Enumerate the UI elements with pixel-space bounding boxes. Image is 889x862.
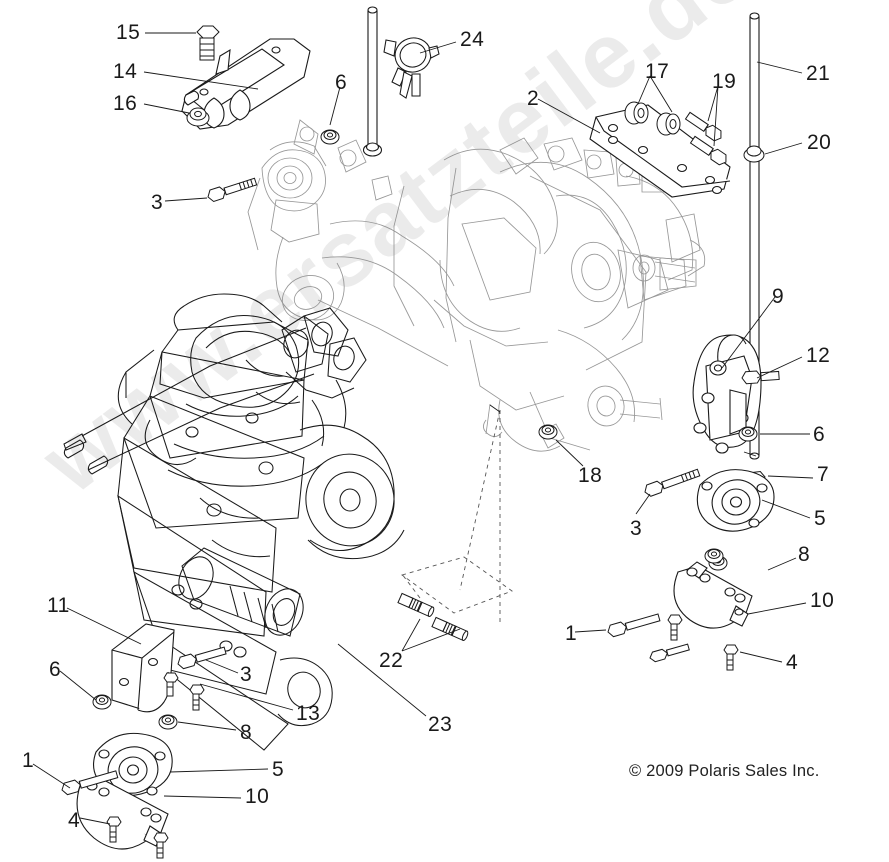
part-11-mount-bracket-left	[111, 623, 175, 713]
part-3-bolt-upper-left	[207, 177, 258, 203]
part-6-nut-right	[738, 426, 758, 442]
engine-block-assembly	[63, 293, 405, 751]
part-6-nut-left	[92, 694, 112, 710]
callout-23: 23	[428, 713, 453, 736]
part-5-isolator-left	[93, 732, 173, 797]
callout-5-left: 5	[272, 758, 285, 781]
copyright-notice: © 2009 Polaris Sales Inc.	[629, 762, 820, 780]
phantom-guide-lines	[400, 409, 513, 622]
part-15-bolt	[196, 25, 220, 61]
callout-19: 19	[712, 70, 737, 93]
callout-13: 13	[296, 702, 321, 725]
part-19-bolts	[684, 111, 727, 166]
callout-14: 14	[113, 60, 138, 83]
callout-9: 9	[772, 285, 785, 308]
callout-10-right: 10	[810, 589, 835, 612]
part-1-bolt-right	[607, 613, 661, 638]
callout-8-left: 8	[240, 721, 253, 744]
part-3-bolt-left	[177, 646, 227, 670]
callout-8-right: 8	[798, 543, 811, 566]
callout-4-right: 4	[786, 651, 799, 674]
part-2-mount-plate	[589, 104, 731, 198]
part-9-mount-bracket-right	[692, 334, 762, 454]
part-4-bolts-right	[649, 614, 739, 671]
callout-3-upper-left: 3	[151, 191, 164, 214]
leader-lines	[32, 32, 814, 825]
callout-22: 22	[379, 649, 404, 672]
part-13-bolts	[163, 672, 205, 711]
part-5-isolator-right	[696, 469, 775, 532]
callout-3-left: 3	[240, 663, 253, 686]
callout-1-left: 1	[22, 749, 35, 772]
callout-16: 16	[113, 92, 138, 115]
part-24-cable-clamp	[383, 37, 440, 99]
part-1-bolt-left	[61, 770, 119, 796]
part-14-heat-shield	[181, 38, 311, 130]
part-6-nut-top	[320, 129, 340, 145]
callout-1-right: 1	[565, 622, 578, 645]
callout-2: 2	[527, 87, 540, 110]
part-22-dowel-pins	[397, 592, 469, 642]
part-16-nut	[186, 107, 210, 127]
callout-21: 21	[806, 62, 831, 85]
callout-5-right: 5	[814, 507, 827, 530]
part-8-nut-right-b	[704, 548, 724, 564]
callout-17: 17	[645, 60, 670, 83]
callout-3-right: 3	[630, 517, 643, 540]
part-21-rod-center	[362, 6, 383, 157]
part-20-collar	[743, 145, 765, 163]
callout-20: 20	[807, 131, 832, 154]
part-4-bolts-left	[106, 816, 169, 859]
part-8-nut-left	[158, 714, 178, 730]
callout-7: 7	[817, 463, 830, 486]
callout-15: 15	[116, 21, 141, 44]
callout-18: 18	[578, 464, 603, 487]
part-10-strap-right	[673, 561, 753, 629]
transmission-assembly-ghost	[247, 119, 706, 452]
callout-10-left: 10	[245, 785, 270, 808]
callout-12: 12	[806, 344, 831, 367]
callout-6-right: 6	[813, 423, 826, 446]
part-12-bolt	[741, 370, 780, 385]
part-17-bushings	[624, 101, 681, 136]
part-3-bolt-right	[644, 468, 701, 497]
callout-4-left: 4	[68, 809, 81, 832]
callout-24: 24	[460, 28, 485, 51]
callout-11: 11	[47, 594, 70, 617]
callout-6-left: 6	[49, 658, 62, 681]
callout-6-top: 6	[335, 71, 348, 94]
part-18-nut	[538, 424, 558, 440]
